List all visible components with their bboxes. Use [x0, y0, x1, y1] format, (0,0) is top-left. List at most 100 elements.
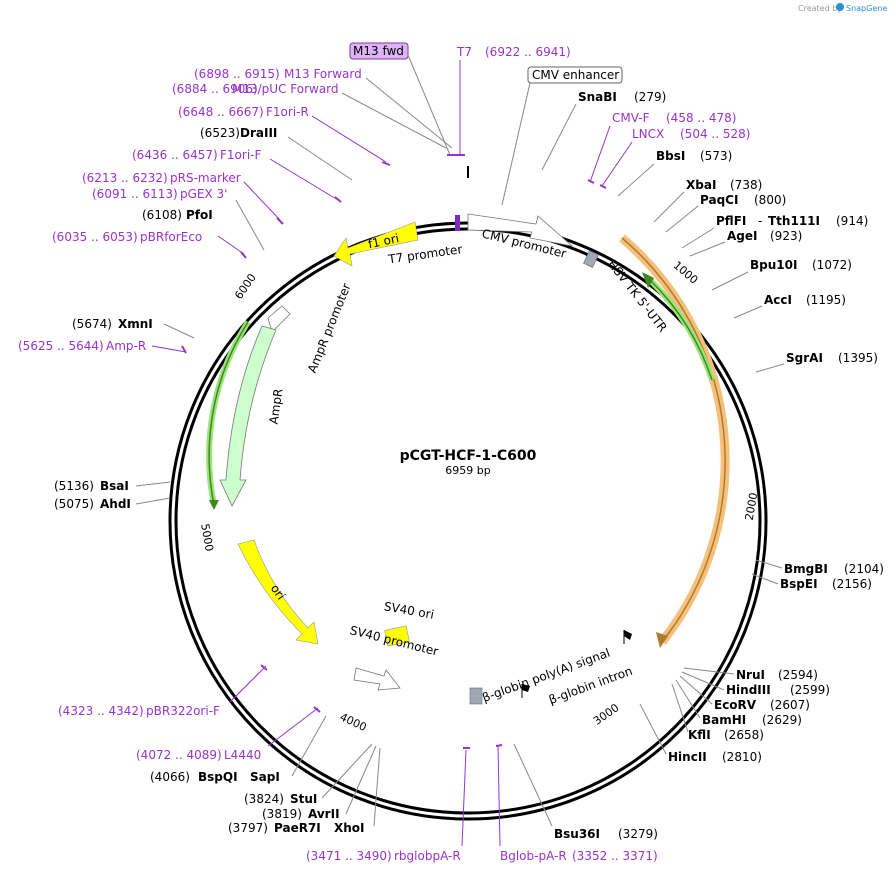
enzyme-stui-name: StuI	[290, 792, 317, 806]
hsv-utr-label: HSV TK 5'-UTR	[605, 257, 670, 334]
enzyme-bpu10i-leader	[711, 271, 749, 291]
cmv-promoter-arrow	[467, 213, 574, 247]
enzyme-xbai-name: XbaI	[686, 178, 716, 192]
primer-ampr-leader	[151, 345, 187, 353]
primer-f1orif-name: F1ori-F	[220, 148, 261, 162]
primer-f1orir-pos: (6648 .. 6667)	[178, 105, 264, 119]
sv40-ori-label: SV40 ori	[383, 599, 435, 622]
ampr-promoter-arrow	[267, 305, 291, 333]
primer-bglobpa-pos: (3352 .. 3371)	[572, 849, 658, 863]
f1-ori-arrow	[333, 221, 419, 267]
tick-4000: 4000	[338, 710, 369, 734]
enzyme-paqci-name: PaqCI	[700, 193, 738, 207]
primer-mark-cmvf	[587, 179, 595, 184]
primer-prs-name: pRS-marker	[170, 171, 241, 185]
sv40-ori-box	[384, 625, 410, 647]
primer-mark-f1orif	[334, 196, 342, 203]
bglobin-intron-start-icon	[522, 684, 530, 692]
enzyme-bmgbi-pos: (2104)	[844, 562, 884, 576]
tick-1000: 1000	[671, 259, 701, 287]
primer-mark-lncx	[599, 184, 607, 189]
enzyme-pflfi-pos: (914)	[836, 214, 868, 228]
enzyme-tth111i-name: Tth111I	[768, 214, 820, 228]
primer-pgex-name: pGEX 3'	[180, 187, 227, 201]
enzyme-kfli-pos: (2658)	[724, 728, 764, 742]
enzyme-bsai-name: BsaI	[100, 479, 129, 493]
enzyme-sgrai-leader	[755, 363, 785, 373]
plasmid-size: 6959 bp	[445, 464, 490, 477]
primer-pbrforeco-leader	[217, 235, 245, 255]
enzyme-bsu36i-pos: (3279)	[618, 827, 658, 841]
enzyme-avrii-name: AvrII	[308, 807, 340, 821]
enzyme-hincii-leader	[639, 703, 667, 755]
primer-prs-pos: (6213 .. 6232)	[82, 171, 168, 185]
enzyme-ecorv-pos: (2607)	[770, 698, 810, 712]
enzyme-ahdi-name: AhdI	[100, 497, 131, 511]
enzyme-ahdi-pos: (5075)	[54, 497, 94, 511]
enzyme-bbsi-pos: (573)	[700, 149, 732, 163]
enzyme-bsu36i-name: Bsu36I	[554, 827, 600, 841]
tick-2000: 2000	[743, 492, 761, 522]
enzyme-pfoi-leader	[235, 199, 265, 251]
enzyme-hindiii-leader	[681, 671, 725, 691]
enzyme-draiii-name: DraIII	[240, 126, 277, 140]
ampr-label: AmpR	[267, 388, 286, 425]
enzyme-bspqi-name: BspQI	[198, 770, 238, 784]
primer-mark-pbr322	[260, 664, 268, 671]
primer-mark-bglobpa	[495, 744, 503, 747]
enzyme-nrui-name: NruI	[736, 668, 765, 682]
enzyme-kfli-leader	[671, 683, 689, 733]
amp-green-arrow-icon	[209, 500, 219, 510]
enzyme-ecorv-name: EcoRV	[714, 698, 757, 712]
m13-fwd-leader	[407, 54, 451, 156]
enzyme-snabi-name: SnaBI	[578, 90, 617, 104]
primer-pbr322-leader	[229, 665, 267, 703]
primer-m13f-leader	[365, 77, 453, 149]
enzyme-bsai-pos: (5136)	[54, 479, 94, 493]
enzyme-bamhi-pos: (2629)	[762, 713, 802, 727]
enzyme-bspei-pos: (2156)	[832, 577, 872, 591]
bglobin-signal-label: β-globin poly(A) signal	[480, 646, 612, 705]
m13-fwd-label: M13 fwd	[353, 44, 404, 58]
enzyme-xbai-leader	[653, 191, 685, 223]
enzyme-paqci-pos: (800)	[754, 193, 786, 207]
credit-created-by: Created by	[798, 4, 842, 13]
bglobin-intron-end-icon	[624, 630, 632, 640]
primer-m13f-pos: (6898 .. 6915)	[194, 67, 280, 81]
enzyme-pflfi-dash: -	[758, 214, 762, 228]
enzyme-sgrai-pos: (1395)	[838, 351, 878, 365]
enzyme-xmni-leader	[163, 323, 195, 339]
primer-t7-name: T7	[456, 45, 472, 59]
primer-l4440-pos: (4072 .. 4089)	[136, 748, 222, 762]
primer-f1orif-pos: (6436 .. 6457)	[132, 148, 218, 162]
enzyme-bmgbi-leader	[755, 559, 783, 569]
primer-t7-pos: (6922 .. 6941)	[485, 45, 571, 59]
enzyme-sapi-name: SapI	[250, 770, 280, 784]
enzyme-bsai-leader	[135, 481, 171, 487]
t7-promoter-mark	[455, 215, 460, 231]
cmv-enhancer-box	[527, 66, 623, 84]
tick-5000: 5000	[198, 523, 216, 553]
ampr-arrow	[219, 325, 277, 507]
cmv-enhancer-leader	[501, 82, 531, 206]
enzyme-bspei-name: BspEI	[780, 577, 818, 591]
enzyme-draiii-pos: (6523)	[200, 126, 240, 140]
primer-bglobpa-leader	[497, 745, 501, 847]
tick-3000: 3000	[591, 701, 621, 728]
plasmid-name: pCGT-HCF-1-C600	[400, 448, 537, 464]
primer-lncx-leader	[601, 141, 633, 187]
enzyme-pfoi-pos: (6108)	[142, 208, 182, 222]
enzyme-pflfi-leader	[681, 227, 715, 249]
primer-lncx-name: LNCX	[632, 127, 664, 141]
enzyme-xbai-pos: (738)	[730, 178, 762, 192]
enzyme-hindiii-name: HindIII	[726, 683, 771, 697]
enzyme-ecorv-leader	[679, 675, 713, 705]
primer-rbglob-name: rbglobpA-R	[394, 849, 461, 863]
enzyme-paer7i-name: PaeR7I	[274, 821, 321, 835]
hsv-utr-mark	[583, 250, 599, 268]
primer-pbrforeco-name: pBRforEco	[140, 230, 202, 244]
enzyme-bamhi-leader	[675, 679, 701, 719]
sv40-promoter-arrow	[353, 667, 401, 691]
enzyme-acci-pos: (1195)	[806, 293, 846, 307]
primer-cmvf-name: CMV-F	[612, 111, 650, 125]
